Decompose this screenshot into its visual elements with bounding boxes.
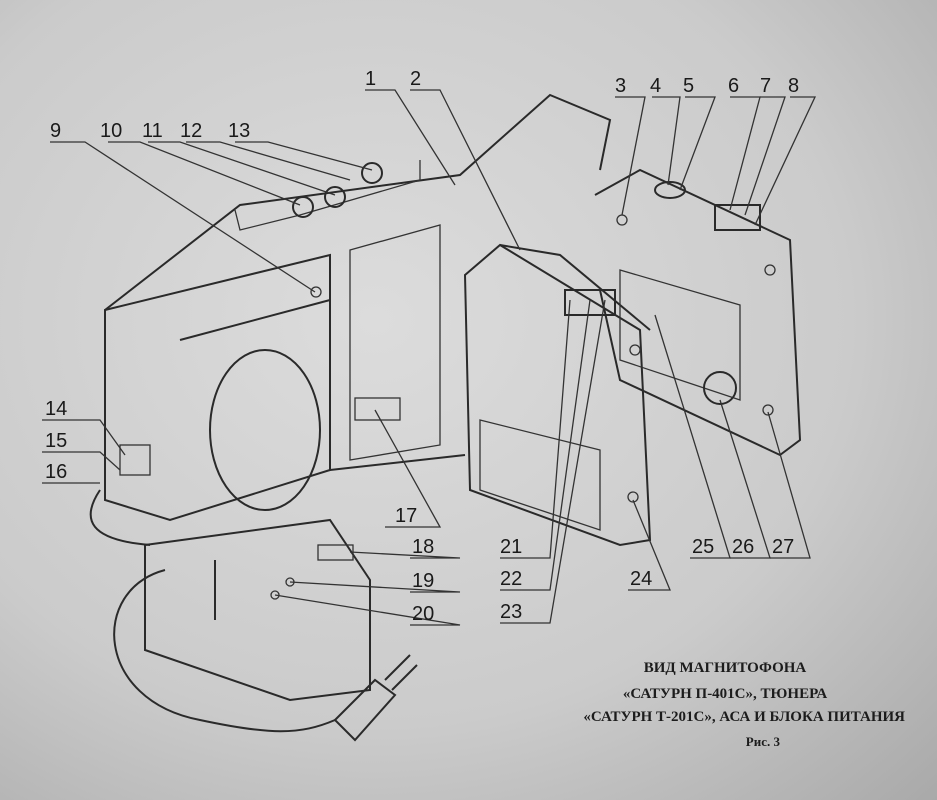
connector-block bbox=[354, 397, 401, 421]
callout-6: 6 bbox=[728, 75, 739, 97]
callout-23: 23 bbox=[500, 601, 522, 623]
power-supply bbox=[113, 518, 418, 742]
callout-17: 17 bbox=[395, 505, 417, 527]
callout-26: 26 bbox=[732, 536, 754, 558]
callout-1: 1 bbox=[365, 68, 376, 90]
tape-recorder bbox=[463, 243, 652, 547]
callout-10: 10 bbox=[100, 120, 122, 142]
callout-24: 24 bbox=[630, 568, 652, 590]
plug-icon bbox=[333, 678, 397, 742]
callout-12: 12 bbox=[180, 120, 202, 142]
speaker-grille-icon bbox=[209, 349, 321, 511]
tuner bbox=[594, 168, 802, 457]
callout-13: 13 bbox=[228, 120, 250, 142]
callout-25: 25 bbox=[692, 536, 714, 558]
callout-labels: 1 2 3 4 5 6 7 8 9 10 11 12 13 14 15 16 1… bbox=[45, 68, 799, 625]
callout-19: 19 bbox=[412, 570, 434, 592]
callout-3: 3 bbox=[615, 75, 626, 97]
callout-21: 21 bbox=[500, 536, 522, 558]
caption-line-3: «САТУРН Т-201С», АСА И БЛОКА ПИТАНИЯ bbox=[583, 709, 905, 725]
callout-27: 27 bbox=[772, 536, 794, 558]
callout-18: 18 bbox=[412, 536, 434, 558]
callout-2: 2 bbox=[410, 68, 421, 90]
callout-11: 11 bbox=[142, 120, 163, 142]
leader-lines bbox=[42, 89, 817, 626]
callout-16: 16 bbox=[45, 461, 67, 483]
speaker-cabinet bbox=[89, 93, 612, 546]
callout-15: 15 bbox=[45, 430, 67, 452]
figure-number: Рис. 3 bbox=[745, 734, 780, 749]
callout-20: 20 bbox=[412, 603, 434, 625]
callout-22: 22 bbox=[500, 568, 522, 590]
callout-8: 8 bbox=[788, 75, 799, 97]
caption-line-2: «САТУРН П-401С», ТЮНЕРА bbox=[622, 686, 828, 702]
callout-7: 7 bbox=[760, 75, 771, 97]
callout-14: 14 bbox=[45, 398, 67, 420]
callout-9: 9 bbox=[50, 120, 61, 142]
caption-line-1: ВИД МАГНИТОФОНА bbox=[643, 660, 807, 676]
callout-5: 5 bbox=[683, 75, 694, 97]
callout-4: 4 bbox=[650, 75, 661, 97]
